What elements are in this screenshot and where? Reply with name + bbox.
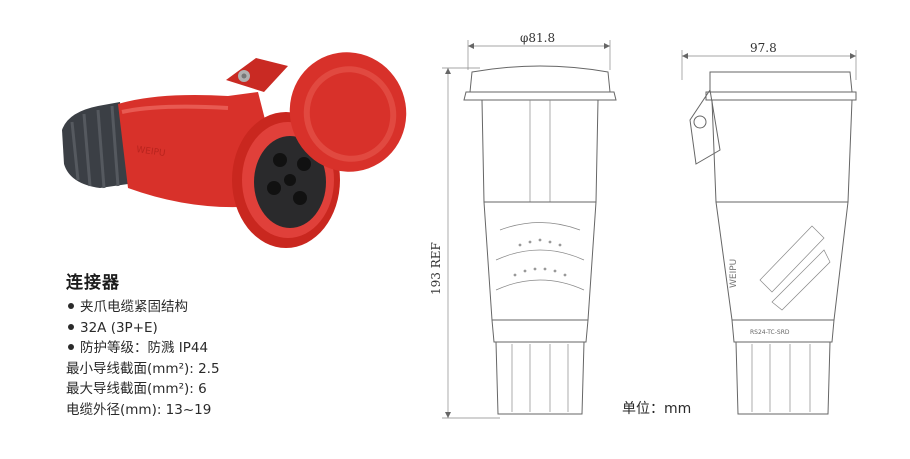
unit-label: 单位：mm [622, 401, 692, 417]
height-label: 193 REF [429, 242, 443, 295]
brand-mark: WEIPU [136, 145, 166, 159]
side-width-dimension: 97.8 [681, 41, 857, 80]
side-view: WEIPU RS24-TC-SRD [689, 71, 857, 415]
spec-item: 夹爪电缆紧固结构 [66, 297, 220, 318]
spec-item: 防护等级：防溅 IP44 [66, 338, 220, 359]
bullet-icon [68, 344, 74, 350]
side-brand-mark: WEIPU [729, 259, 739, 288]
front-width-label: φ81.8 [520, 31, 555, 45]
bullet-icon [68, 323, 74, 330]
spec-item: 最大导线截面(mm²): 6 [66, 381, 207, 397]
cable-gland [62, 102, 128, 189]
front-view [463, 65, 617, 415]
front-width-dimension: φ81.8 [467, 31, 611, 70]
height-dimension: 193 REF [429, 67, 500, 419]
spec-item: 32A (3P+E) [66, 318, 220, 339]
product-photo: WEIPU [58, 52, 418, 252]
product-title: 连接器 [66, 273, 120, 293]
spec-list: 夹爪电缆紧固结构 32A (3P+E) 防护等级：防溅 IP44 最小导线截面(… [66, 297, 220, 420]
spec-item: 最小导线截面(mm²): 2.5 [66, 360, 220, 377]
bullet-icon [68, 303, 74, 309]
spec-item: 电缆外径(mm): 13~19 [66, 401, 212, 418]
technical-drawing: φ81.8 193 REF [420, 30, 890, 430]
side-width-label: 97.8 [750, 41, 777, 55]
hinged-lid [226, 52, 407, 172]
part-code: RS24-TC-SRD [750, 329, 790, 336]
